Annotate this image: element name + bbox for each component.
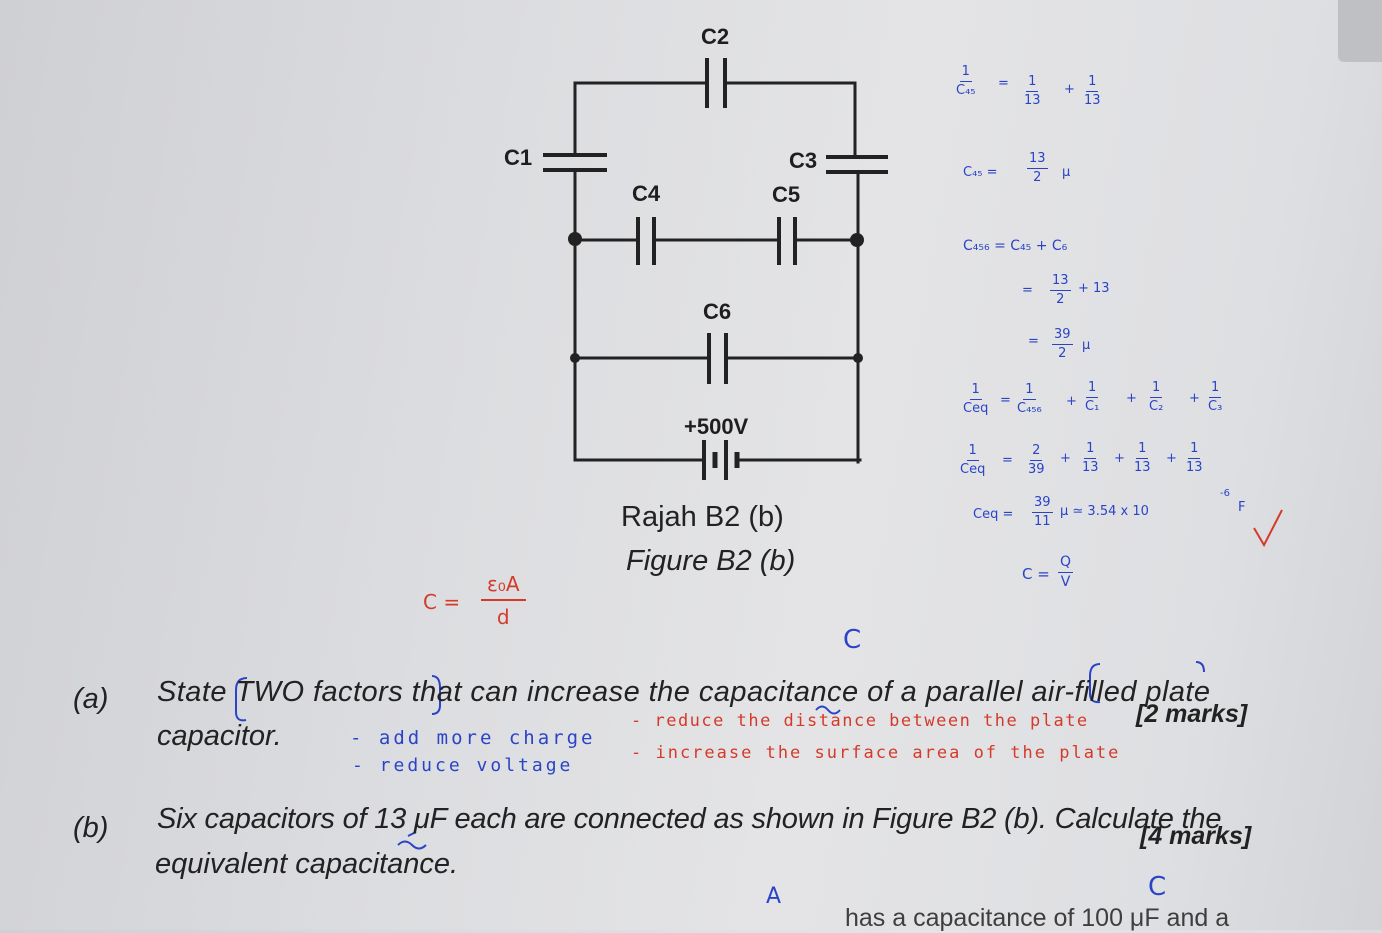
checkmark [1253,509,1283,548]
question-a-number: (a) [73,683,109,715]
question-a-marks: [2 marks] [1136,700,1248,728]
question-a-line1: State TWO factors that can increase the … [157,676,1211,708]
blue-letter-c-lower: C [1148,872,1167,902]
answer-red-2: - increase the surface area of the plate [631,743,1121,763]
blue-letter-a: A [766,884,782,909]
answer-blue-2: - reduce voltage [352,755,574,776]
question-b-number: (b) [73,812,109,844]
label-c4: C4 [632,181,661,206]
cutoff-text: has a capacitance of 100 μF and a [845,904,1230,932]
page-corner-tab [1338,0,1382,62]
red-formula-num: ε₀A [481,572,526,601]
question-b-line2: equivalent capacitance. [155,848,459,880]
figure-caption-english: Figure B2 (b) [626,545,796,577]
red-formula-fraction: ε₀A d [481,572,526,630]
label-c3: C3 [789,148,818,173]
question-a-line2: capacitor. [157,720,282,752]
question-b-line1: Six capacitors of 13 μF each are connect… [157,803,1222,835]
label-c2: C2 [701,24,730,49]
figure-caption-malay: Rajah B2 (b) [621,501,784,533]
label-c1: C1 [504,145,533,170]
answer-blue-1: - add more charge [350,727,596,749]
label-c6: C6 [703,299,732,324]
label-c5: C5 [772,182,801,207]
answer-red-1: - reduce the distance between the plate [631,711,1089,731]
question-b-marks: [4 marks] [1140,822,1252,850]
red-formula-lhs: C = [423,590,461,614]
red-formula-den: d [496,605,510,629]
label-source: +500V [684,414,749,439]
blue-letter-c: C [843,625,862,655]
